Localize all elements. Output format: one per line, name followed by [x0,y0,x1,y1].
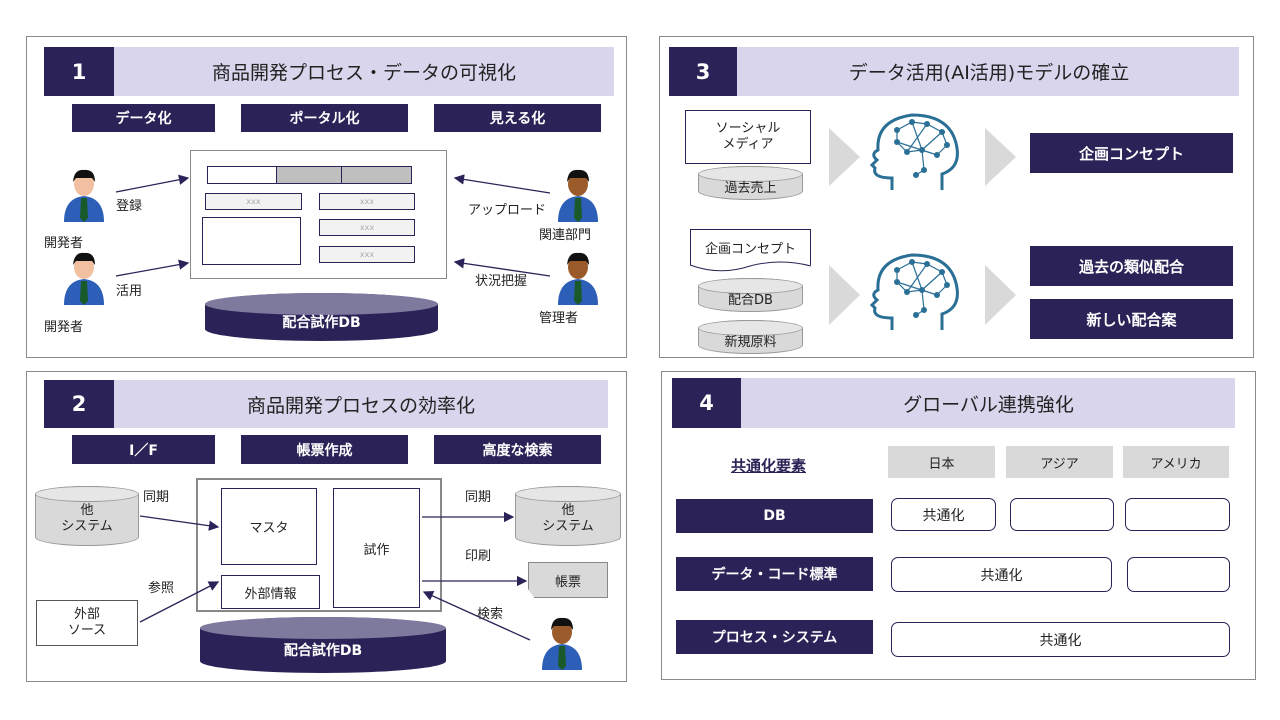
panel2-title: 商品開発プロセスの効率化 [246,394,475,417]
portal-field: xxx [319,193,415,210]
panel3-header: データ活用(AI活用)モデルの確立 [669,47,1239,96]
master-box: マスタ [221,488,317,565]
label-search: 検索 [477,607,504,622]
cell: 共通化 [891,557,1112,592]
label-manager: 管理者 [539,311,579,326]
label-register: 登録 [116,199,143,214]
cell: 共通化 [891,622,1230,657]
panel3-title: データ活用(AI活用)モデルの確立 [848,62,1130,84]
label-related-dept: 関連部門 [539,228,592,243]
panel2-number: 2 [44,380,114,428]
cell [1010,498,1114,531]
output-new-formula: 新しい配合案 [1030,299,1233,339]
social-media-box: ソーシャル メディア [685,110,811,164]
portal-field: xxx [319,246,415,263]
label-developer: 開発者 [44,236,84,251]
concept-document: 企画コンセプト [690,229,811,265]
panel4-title: グローバル連携強化 [903,393,1074,416]
label-sync: 同期 [143,490,170,505]
output-concept: 企画コンセプト [1030,133,1233,173]
tab-report: 帳票作成 [241,435,408,464]
region-america: アメリカ [1123,446,1229,478]
report-document: 帳票 [528,562,608,598]
db-cylinder: 配合試作DB [205,293,438,341]
label-upload: アップロード [468,203,547,218]
tab-interface: I／F [72,435,215,464]
label-sync: 同期 [465,490,492,505]
system-frame [196,478,442,612]
portal-field: xxx [205,193,302,210]
label-print: 印刷 [465,549,492,564]
panel1-number: 1 [44,47,114,96]
external-info-box: 外部情報 [221,575,320,609]
panel2-header: 商品開発プロセスの効率化 [44,380,608,428]
past-sales-cylinder: 過去売上 [698,166,803,200]
region-japan: 日本 [888,446,995,478]
portal-panel [202,217,301,265]
portal-screen [190,150,447,279]
external-source-box: 外部 ソース [36,600,138,646]
portal-field: xxx [319,219,415,236]
tab-advanced-search: 高度な検索 [434,435,601,464]
trial-box: 試作 [333,488,420,608]
label-reference: 参照 [148,581,175,596]
label-developer: 開発者 [44,320,84,335]
other-system-right: 他 システム [515,486,621,546]
label-status: 状況把握 [475,274,528,289]
formula-db-cylinder: 配合DB [698,278,803,312]
new-material-cylinder: 新規原料 [698,320,803,354]
db-cylinder: 配合試作DB [200,617,446,673]
cell: 共通化 [891,498,996,531]
cell [1127,557,1230,592]
label-use: 活用 [116,284,143,299]
output-similar-formula: 過去の類似配合 [1030,246,1233,286]
row-db: DB [676,499,873,533]
cell [1125,498,1230,531]
panel3-number: 3 [669,47,737,96]
panel4-header: グローバル連携強化 [672,378,1235,428]
other-system-left: 他 システム [35,486,139,546]
tab-portal: ポータル化 [241,104,408,132]
common-elements-label: 共通化要素 [731,457,807,475]
region-asia: アジア [1006,446,1113,478]
portal-tabbar [207,166,412,184]
tab-data: データ化 [72,104,215,132]
panel1-title: 商品開発プロセス・データの可視化 [211,62,516,84]
panel4-number: 4 [672,378,741,428]
tab-visible: 見える化 [434,104,601,132]
row-data-code: データ・コード標準 [676,557,873,591]
row-process-system: プロセス・システム [676,620,873,654]
panel1-header: 商品開発プロセス・データの可視化 [44,47,614,96]
